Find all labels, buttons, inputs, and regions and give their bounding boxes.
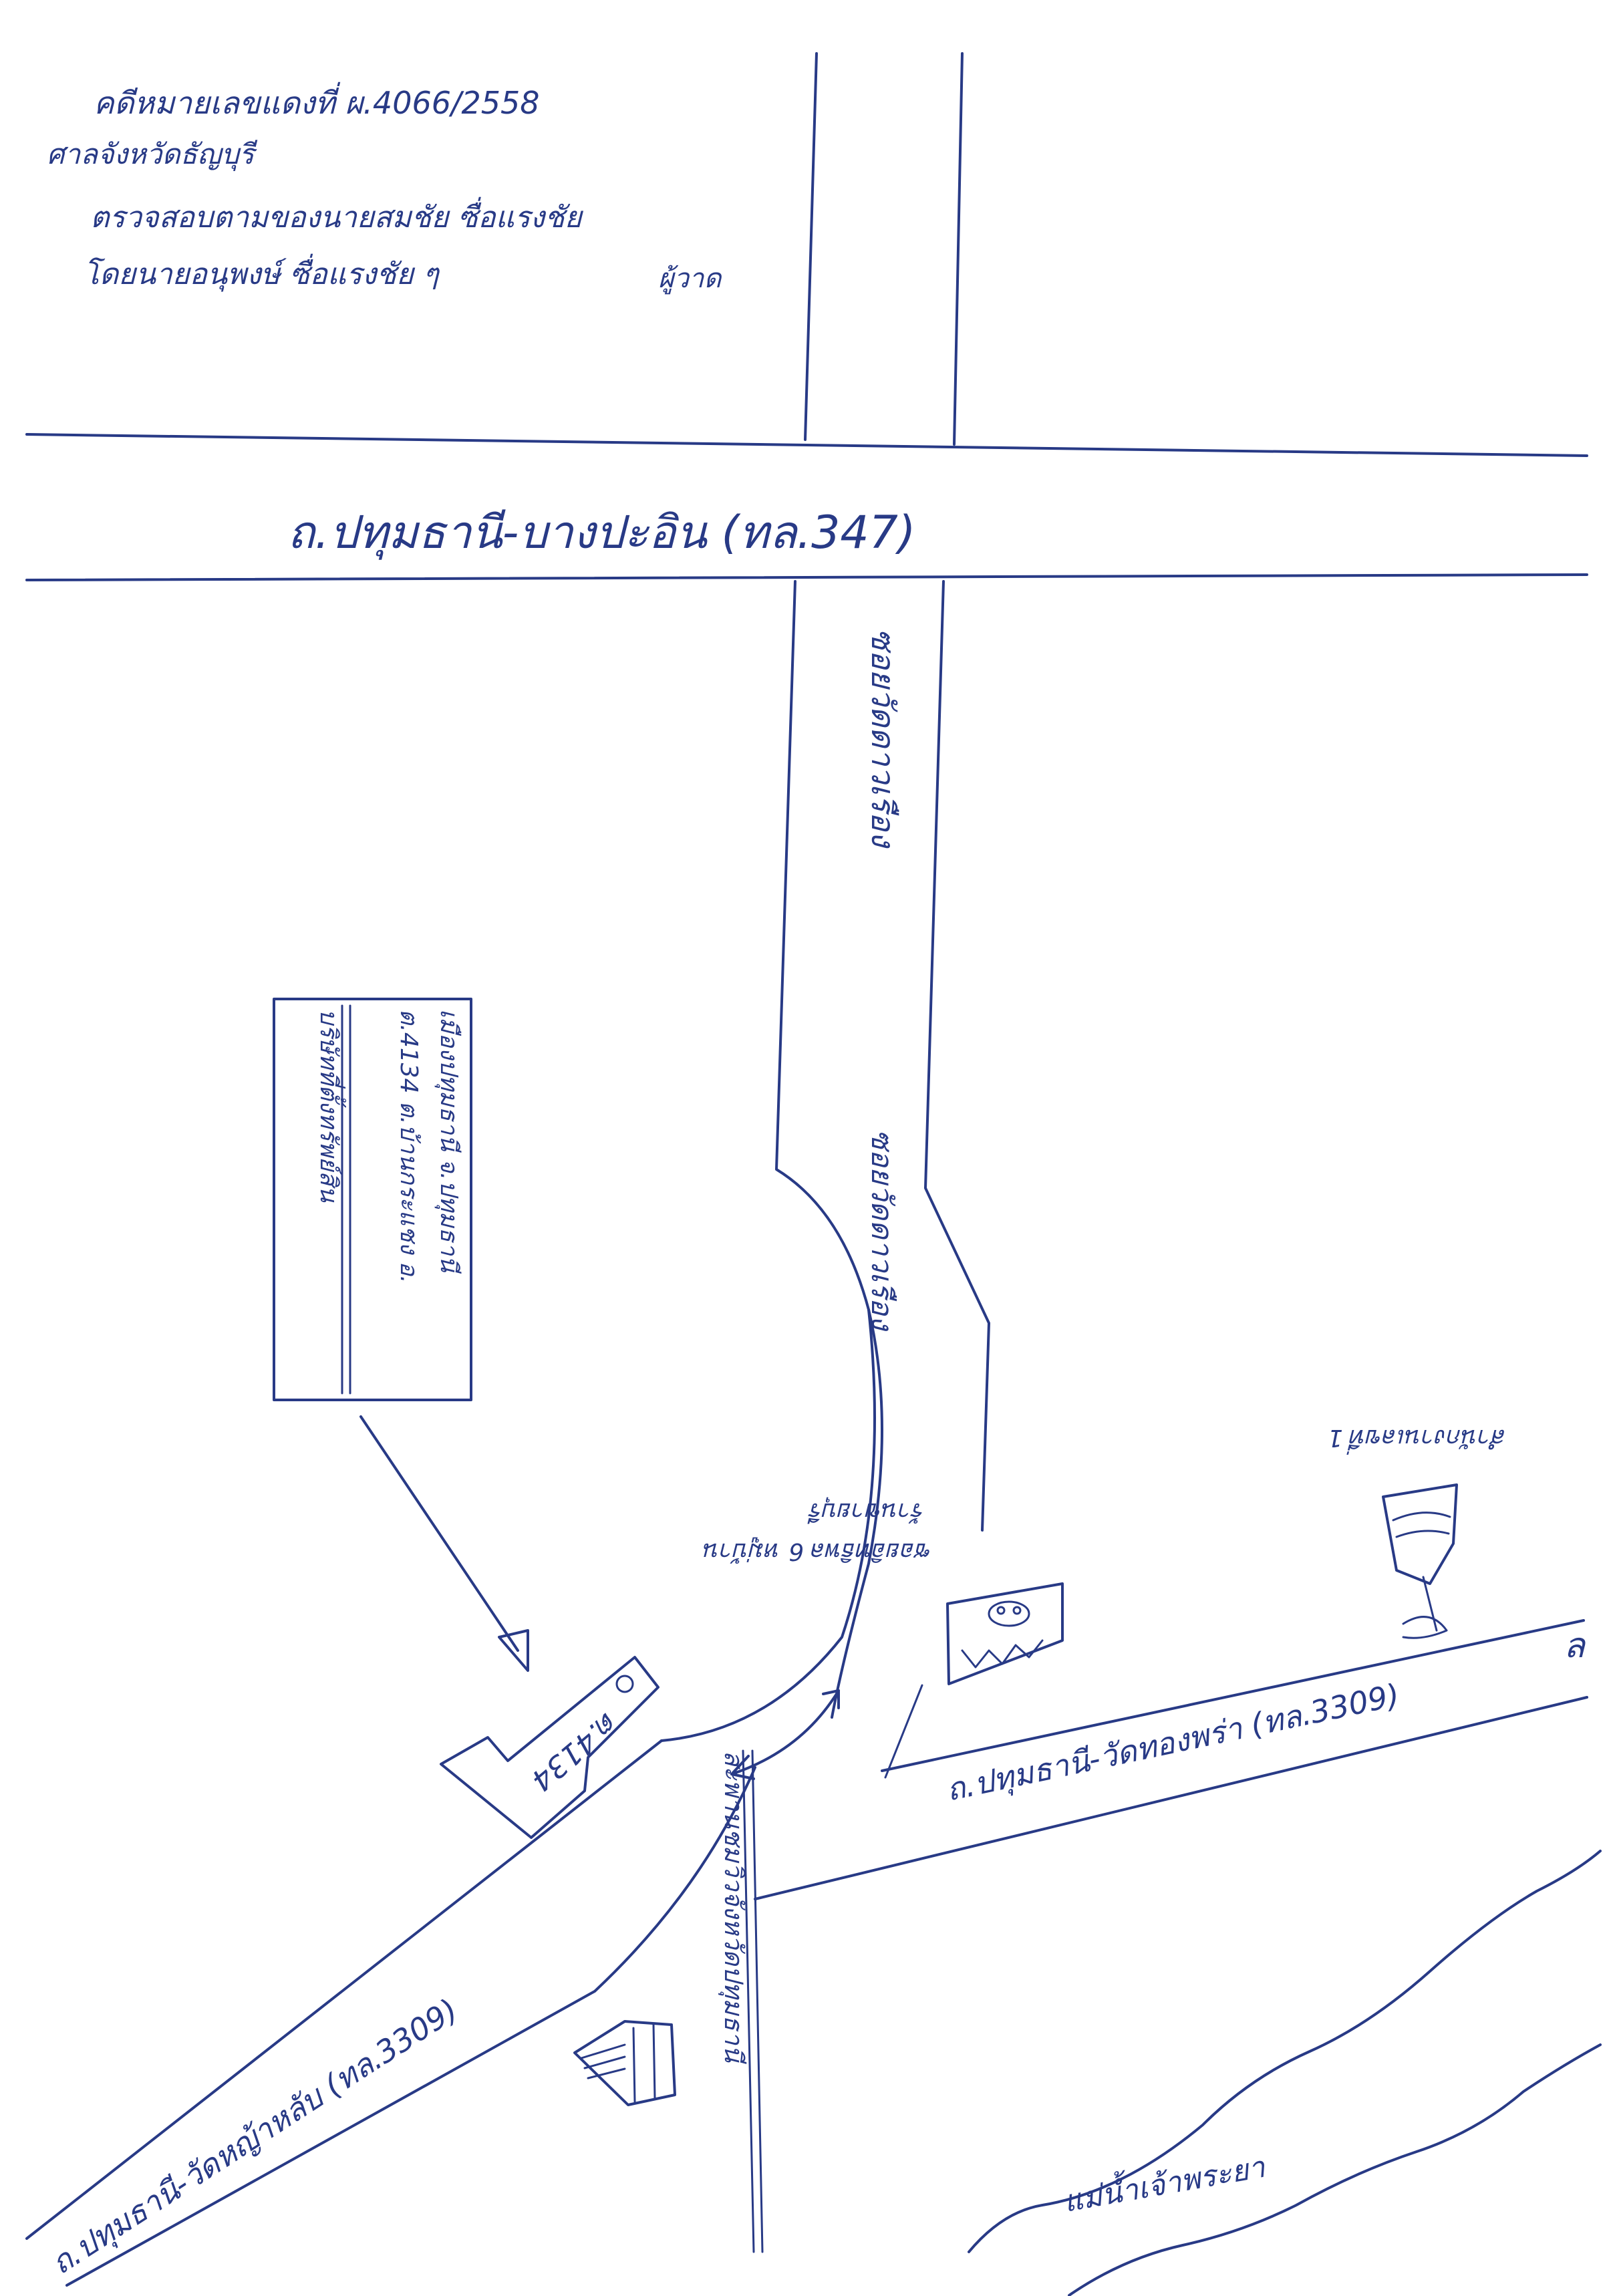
main-road-label: ถ.ปทุมธานี-บางปะอิน (ทล.347) [287,507,915,560]
temple-label: ซอยอิทธิพล 6 หมู่บ้าน [703,1537,932,1565]
right-road: ถ.ปทุมธานี-วัดทองพร่า (ทล.3309) ล [754,1619,1588,1900]
main-road: ถ.ปทุมธานี-บางปะอิน (ทล.347) [25,433,1588,581]
direction-arrow [730,1689,840,1780]
north-road [804,52,964,446]
office-landmark: สำนักงานเลขที่ 1 [1328,1424,1507,1639]
soi-wat-dao-rueang: ซอยวัดดาวเรือง ซอยวัดดาวเรือง [775,580,990,1719]
shop-landmark: ร้านขายบุรี ซอยอิทธิพล 6 หมู่บ้าน [703,1497,1064,1779]
soi-upper-label: ซอยวัดดาวเรือง [864,628,901,849]
case-number-text: คดีหมายเลขแดงที่ ผ.4066/2558 [94,82,540,121]
building-4134: ต.4134 [440,1656,660,1839]
left-road-label: ถ.ปทุมธานี-วัดหญ้าหลับ (ทล.3309) [45,1991,465,2282]
right-road-end-mark: ล [1564,1626,1586,1666]
bridge-label: สะพานชมวิวจังหวัดปทุมธานี [718,1751,748,2064]
building-label: ต.4134 [525,1705,625,1798]
office-flag-icon [1382,1483,1458,1585]
shop-label: ร้านขายบุรี [807,1497,925,1525]
court-text: ศาลจังหวัดธัญบุรี [47,138,258,171]
drawer-text: โดยนายอนุพงษ์ ซื่อแรงชัย ๆ [84,253,440,292]
river: แม่น้ำเจ้าพระยา [968,1850,1602,2296]
river-label: แม่น้ำเจ้าพระยา [1060,2146,1268,2219]
callout-line3: เมืองปทุมธานี จ.ปทุมธานี [434,1009,462,1274]
shop-pointer-line [884,1684,923,1779]
callout-box [273,998,472,1401]
property-callout: บริษัทที่ตั้งทรัพย์สิน ต.4134 ต.บ้านกระแ… [273,998,472,1401]
callout-arrow [359,1415,529,1672]
school-label: สำนักงานเลขที่ 1 [1328,1424,1507,1455]
drawer-role-text: ผู้วาด [658,263,722,295]
callout-line2: ต.4134 ต.บ้านกระแชง อ. [395,1009,422,1284]
left-road: ถ.ปทุมธานี-วัดหญ้าหลับ (ทล.3309) [25,1739,756,2287]
header-notes: คดีหมายเลขแดงที่ ผ.4066/2558 ศาลจังหวัดธ… [47,82,722,295]
bridge: สะพานชมวิวจังหวัดปทุมธานี [718,1749,764,2253]
curve-to-left-road [660,1308,876,1742]
building-marker-icon [615,1675,634,1693]
soi-lower-label: ซอยวัดดาวเรือง [865,1129,899,1332]
callout-line1: บริษัทที่ตั้งทรัพย์สิน [315,1009,347,1203]
shrine-icon [573,2020,676,2106]
shrine-landmark [573,2020,676,2106]
surveyor-text: ตรวจสอบตามของนายสมชัย ซื่อแรงชัย [90,196,584,235]
shop-sign-icon [946,1582,1064,1685]
